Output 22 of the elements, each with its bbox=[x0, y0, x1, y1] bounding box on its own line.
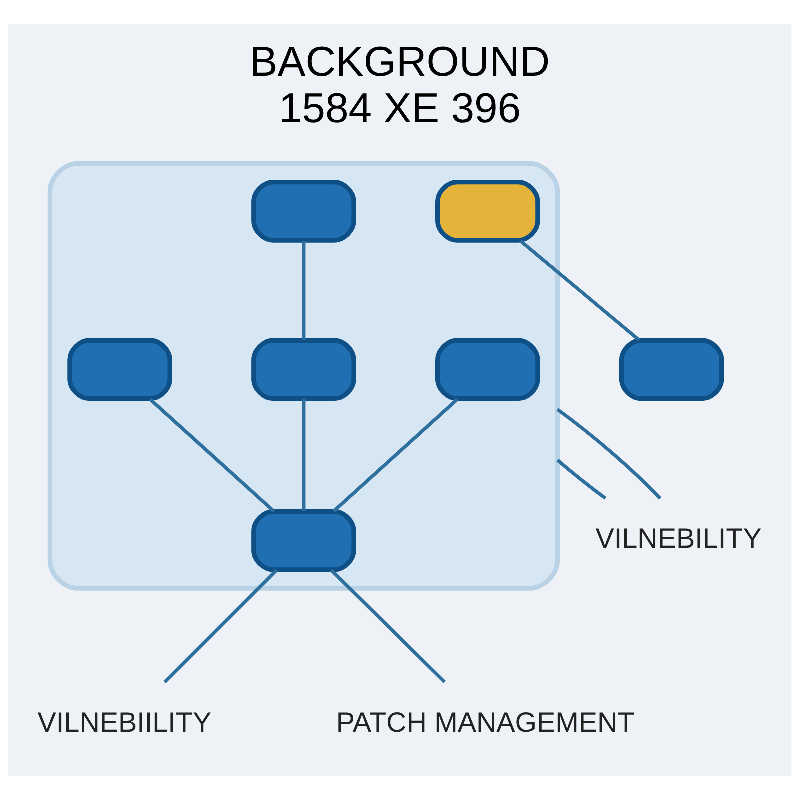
cluster bbox=[48, 161, 560, 591]
node-box bbox=[252, 180, 356, 243]
node-box bbox=[68, 338, 172, 402]
connector bbox=[330, 569, 446, 684]
caption: 1584 XE 396 bbox=[278, 84, 522, 132]
connector bbox=[164, 569, 278, 684]
connector bbox=[302, 400, 306, 512]
node-box bbox=[619, 338, 724, 402]
connector bbox=[302, 241, 306, 340]
node-text: VILNEBILITY bbox=[596, 523, 762, 554]
connector bbox=[332, 398, 459, 513]
connector bbox=[520, 240, 640, 342]
node-text: PATCH MANAGEMENT bbox=[336, 706, 635, 738]
connector bbox=[556, 408, 662, 500]
connector bbox=[149, 398, 276, 513]
node-text: VILNEBIILITY bbox=[38, 706, 212, 738]
node-box bbox=[252, 509, 356, 572]
connector bbox=[556, 459, 607, 500]
node-box bbox=[436, 338, 540, 402]
node-box bbox=[252, 338, 356, 402]
node-box bbox=[436, 180, 540, 243]
diagram-title: BACKGROUND bbox=[250, 38, 550, 86]
